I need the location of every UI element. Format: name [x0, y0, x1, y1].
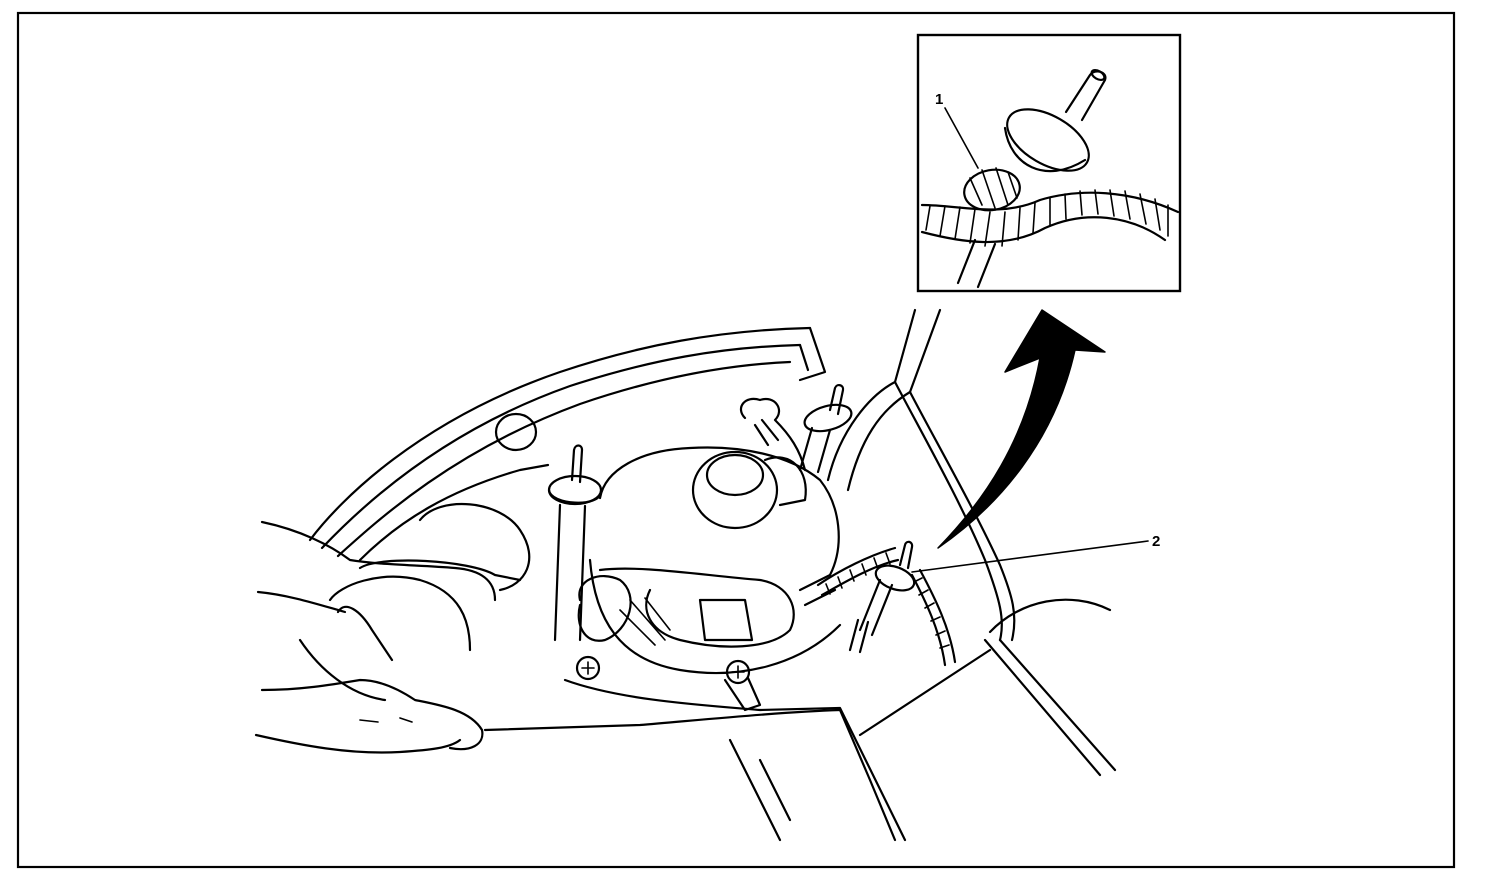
inset-detail: 1 — [916, 33, 1182, 293]
mounting-nut-center — [723, 659, 762, 712]
harness-pin — [848, 540, 916, 654]
pin-right — [798, 384, 853, 474]
inset-pin-head — [1003, 108, 1090, 173]
lamp-housing-rim — [308, 326, 827, 562]
callout-2-label: 2 — [1152, 533, 1160, 550]
lower-body — [483, 648, 992, 842]
callout-1-leader — [944, 107, 979, 169]
pin-left — [547, 444, 603, 642]
callout-2-leader — [911, 540, 1149, 573]
bulb-housing — [588, 397, 842, 675]
curved-arrow — [937, 309, 1106, 549]
main-assembly: 2 — [254, 308, 1160, 842]
inset-wiring-harness — [920, 189, 1180, 289]
lower-lamp-unit — [358, 502, 837, 648]
inset-border — [916, 33, 1182, 293]
illustration-border — [16, 11, 1456, 869]
bulb-socket — [691, 450, 779, 530]
callout-1-label: 1 — [935, 91, 943, 108]
wiring-harness — [816, 546, 957, 667]
technician-hand — [254, 520, 497, 754]
mounting-nut-left — [575, 655, 601, 681]
body-panel — [826, 308, 1117, 777]
